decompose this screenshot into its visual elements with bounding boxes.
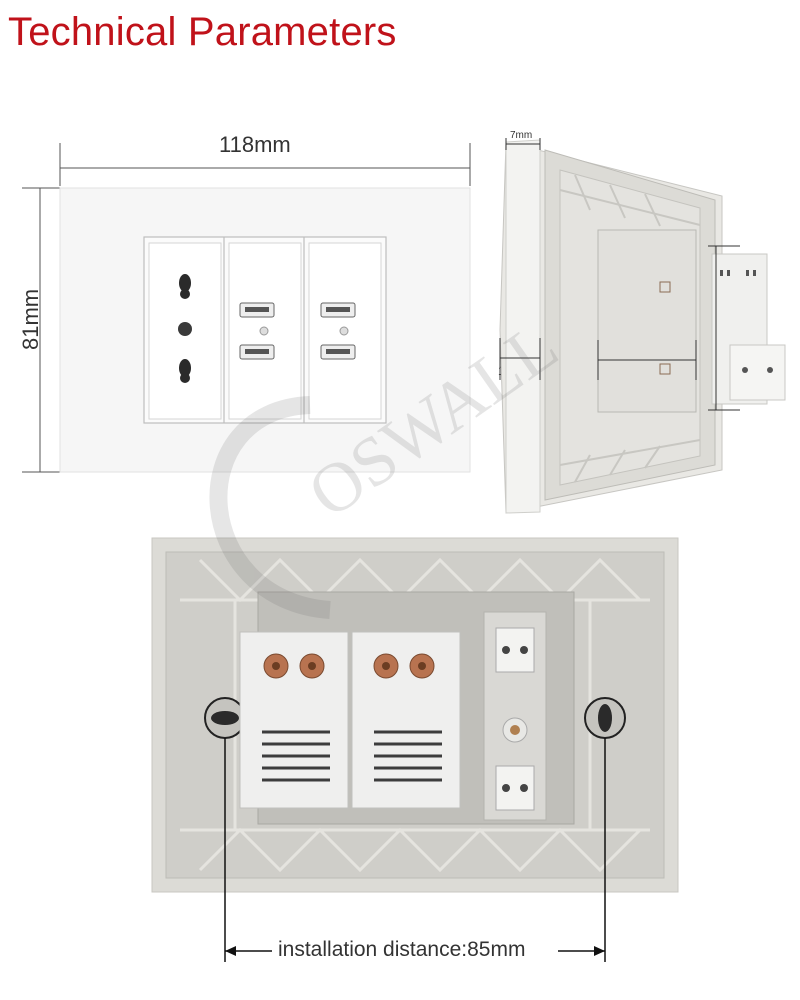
page-title: Technical Parameters xyxy=(8,10,397,54)
back-view xyxy=(151,537,679,962)
installation-distance-label: installation distance:85mm xyxy=(278,938,526,961)
usb-port-icon xyxy=(239,302,356,360)
side-view xyxy=(499,138,786,514)
mounting-hole-icon xyxy=(204,697,626,739)
front-view xyxy=(22,143,471,473)
socket-module-back xyxy=(483,611,547,821)
front-width-label: 118mm xyxy=(219,132,291,157)
socket-outlet-icon xyxy=(178,274,192,383)
usb-module-back xyxy=(239,631,461,809)
side-depth-label: 7mm xyxy=(510,130,533,141)
